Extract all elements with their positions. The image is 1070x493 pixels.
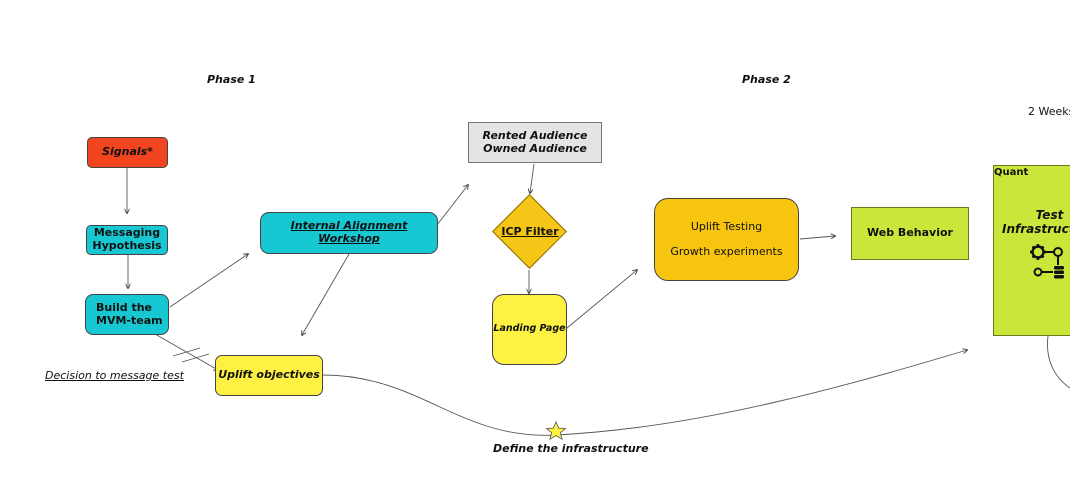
arrow-audience-icp [530,163,535,193]
build-team-node[interactable]: Build the MVM-team [85,294,169,335]
uplift-testing-node[interactable]: Uplift Testing Growth experiments [654,198,799,281]
growth-experiments-text: Growth experiments [670,244,783,258]
define-infrastructure-label: Define the infrastructure [493,442,649,455]
gear-icon-bottom [1033,267,1053,277]
phase-2-label: Phase 2 [742,73,791,86]
tick-mark-1 [172,347,201,357]
test-infrastructure-label: Test Infrastructure [1002,208,1070,237]
quant-label: Quant [994,167,1029,178]
rented-audience-text: Rented Audience [482,128,588,142]
icp-filter-label: ICP Filter [501,225,559,238]
landing-page-node[interactable]: Landing Page [492,294,567,365]
star-icon [545,421,567,441]
messaging-hypothesis-node[interactable]: Messaging Hypothesis [86,225,168,255]
database-icon [1054,266,1064,279]
curve-define-infrastructure [322,350,967,436]
infrastructure-icons [1030,244,1064,279]
uplift-objectives-node[interactable]: Uplift objectives [215,355,323,396]
quant-panel[interactable]: Quant Test Infrastructure [993,165,1070,336]
internal-alignment-workshop-node[interactable]: Internal Alignment Workshop [260,212,438,254]
phase-1-label: Phase 1 [207,73,256,86]
uplift-testing-text: Uplift Testing [690,219,763,233]
arrow-workshop-audience [436,185,468,226]
signals-node[interactable]: Signals* [87,137,168,168]
owned-audience-text: Owned Audience [483,141,587,155]
duration-label: 2 Weeks [1028,105,1070,118]
arrow-uplift-testing-web [799,236,835,240]
audience-node[interactable]: Rented Audience Owned Audience [468,122,602,163]
web-behavior-node[interactable]: Web Behavior [851,207,969,260]
decision-label: Decision to message test [45,369,184,382]
tick-mark-2 [181,353,210,363]
arrow-landing-uplift-testing [566,270,637,329]
arrow-workshop-uplift [302,253,350,335]
curve-quant-down [1047,335,1070,389]
arrow-build-workshop [169,254,248,308]
gear-icon-small [1043,247,1063,265]
